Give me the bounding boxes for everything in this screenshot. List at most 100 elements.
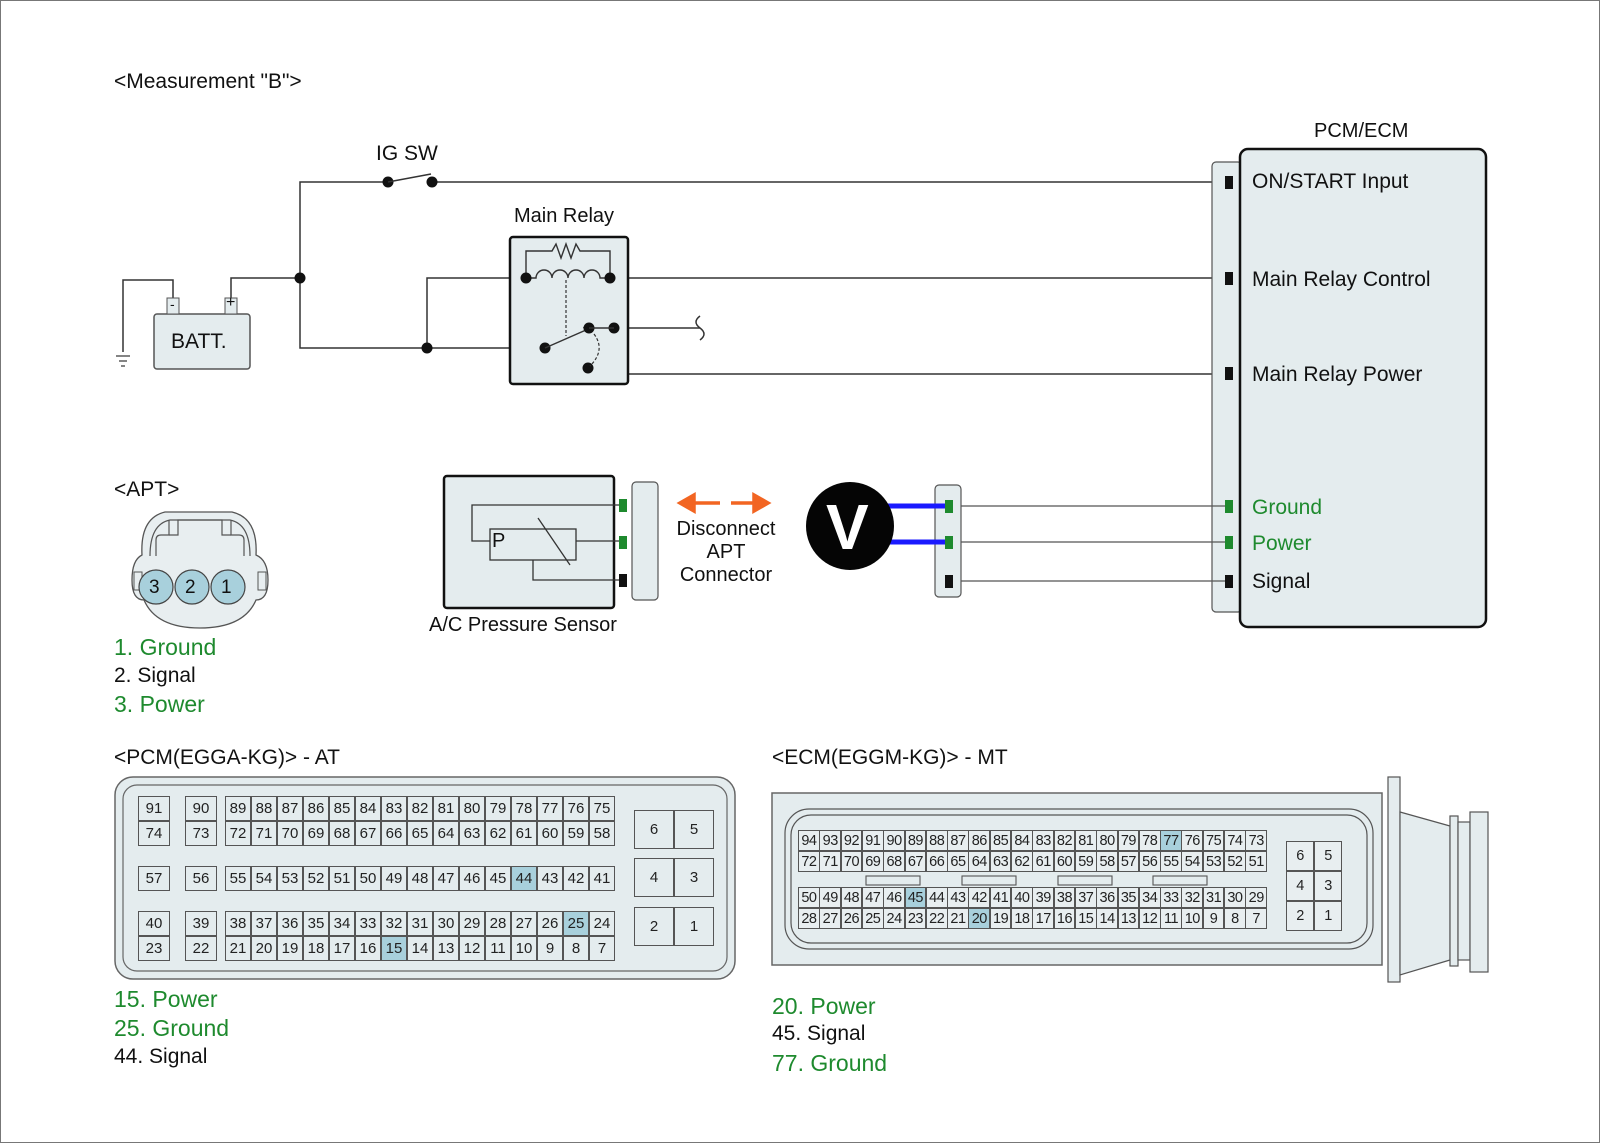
connector-pin-27: 27 xyxy=(819,908,842,929)
apt-title: <APT> xyxy=(114,478,180,501)
connector-pin-6: 6 xyxy=(1286,841,1314,871)
battery-neg-terminal xyxy=(166,297,180,315)
connector-pin-20: 20 xyxy=(251,936,277,961)
connector-pin-35: 35 xyxy=(303,911,329,936)
connector-pin-9: 9 xyxy=(1202,908,1225,929)
relay-coil xyxy=(526,269,610,279)
connector-pin-66: 66 xyxy=(925,851,948,872)
connector-pin-78: 78 xyxy=(511,796,537,821)
connector-pin-10: 10 xyxy=(1181,908,1204,929)
connector-pin-92: 92 xyxy=(840,830,863,851)
connector-pin-57: 57 xyxy=(138,866,170,891)
connector-pin-59: 59 xyxy=(1074,851,1097,872)
connector-pin-32: 32 xyxy=(1181,887,1204,908)
connector-pin-18: 18 xyxy=(1011,908,1033,929)
connector-pin-19: 19 xyxy=(989,908,1012,929)
connector-pin-19: 19 xyxy=(277,936,303,961)
connector-pin-67: 67 xyxy=(904,851,927,872)
connector-pin-71: 71 xyxy=(819,851,842,872)
connector-pin-15: 15 xyxy=(381,936,407,961)
connector-pin-63: 63 xyxy=(989,851,1012,872)
connector-pin-53: 53 xyxy=(277,866,303,891)
battery-positive-wire xyxy=(230,277,300,298)
module-pin-signal: Signal xyxy=(1252,570,1311,593)
connector-pin-34: 34 xyxy=(329,911,355,936)
connector-pin-7: 7 xyxy=(1245,908,1268,929)
connector-pin-89: 89 xyxy=(225,796,251,821)
connector-pin-12: 12 xyxy=(1138,908,1161,929)
connector-pin-87: 87 xyxy=(277,796,303,821)
connector-pin-36: 36 xyxy=(277,911,303,936)
connector-pin-28: 28 xyxy=(798,908,820,929)
connector-pin-25: 25 xyxy=(563,911,589,936)
connector-pin-43: 43 xyxy=(537,866,563,891)
connector-pin-29: 29 xyxy=(1245,887,1268,908)
connector-pin-83: 83 xyxy=(381,796,407,821)
connector-pin-8: 8 xyxy=(563,936,589,961)
connector-pin-85: 85 xyxy=(989,830,1012,851)
pressure-symbol: P xyxy=(492,530,506,552)
connector-pin-78: 78 xyxy=(1138,830,1161,851)
module-pin-main-relay-control: Main Relay Control xyxy=(1252,268,1431,291)
connector-pin-56: 56 xyxy=(185,866,217,891)
connector-pin-47: 47 xyxy=(433,866,459,891)
connector-pin-64: 64 xyxy=(433,821,459,846)
connector-pin-88: 88 xyxy=(925,830,948,851)
connector-pin-24: 24 xyxy=(883,908,905,929)
connector-pin-53: 53 xyxy=(1202,851,1225,872)
connector-pin-9: 9 xyxy=(537,936,563,961)
connector-pin-4: 4 xyxy=(1286,871,1314,901)
apt-legend-3: 3. Power xyxy=(114,691,205,717)
connector-pin-45: 45 xyxy=(485,866,511,891)
connector-pin-38: 38 xyxy=(1053,887,1076,908)
module-pin-power: Power xyxy=(1252,532,1312,555)
connector-pin-63: 63 xyxy=(459,821,485,846)
connector-pin-1: 1 xyxy=(1314,901,1342,931)
connector-pin-84: 84 xyxy=(1011,830,1033,851)
connector-pin-39: 39 xyxy=(185,911,217,936)
connector-pin-39: 39 xyxy=(1032,887,1055,908)
ground-icon xyxy=(116,355,130,367)
connector-pin-37: 37 xyxy=(1074,887,1097,908)
connector-pin-44: 44 xyxy=(925,887,948,908)
connector-pin-13: 13 xyxy=(433,936,459,961)
main-relay-label: Main Relay xyxy=(514,205,615,227)
connector-pin-17: 17 xyxy=(1032,908,1055,929)
connector-pin-61: 61 xyxy=(511,821,537,846)
connector-pin-21: 21 xyxy=(225,936,251,961)
apt-pin-2: 2 xyxy=(185,577,196,598)
connector-pin-73: 73 xyxy=(1245,830,1268,851)
connector-pin-6: 6 xyxy=(634,810,674,849)
connector-pin-48: 48 xyxy=(840,887,863,908)
connector-pin-68: 68 xyxy=(329,821,355,846)
apt-legend-2: 2. Signal xyxy=(114,664,196,687)
connector-pin-21: 21 xyxy=(947,908,969,929)
connector-pin-23: 23 xyxy=(138,936,170,961)
connector-pin-71: 71 xyxy=(251,821,277,846)
connector-pin-7: 7 xyxy=(589,936,615,961)
connector-pin-11: 11 xyxy=(485,936,511,961)
connector-pin-30: 30 xyxy=(433,911,459,936)
connector-pin-2: 2 xyxy=(1286,901,1314,931)
connector-pin-69: 69 xyxy=(303,821,329,846)
connector-pin-4: 4 xyxy=(634,858,674,897)
connector-pin-52: 52 xyxy=(303,866,329,891)
connector-pin-69: 69 xyxy=(861,851,884,872)
connector-pin-80: 80 xyxy=(1096,830,1118,851)
connector-pin-84: 84 xyxy=(355,796,381,821)
connector-pin-75: 75 xyxy=(589,796,615,821)
connector-pin-72: 72 xyxy=(798,851,820,872)
connector-pin-79: 79 xyxy=(485,796,511,821)
connector-pin-47: 47 xyxy=(861,887,884,908)
connector-pin-91: 91 xyxy=(138,796,170,821)
pcm-legend-1: 15. Power xyxy=(114,986,218,1012)
connector-pin-42: 42 xyxy=(563,866,589,891)
ig-switch-blade xyxy=(387,173,432,183)
module-box xyxy=(1238,147,1488,629)
connector-pin-32: 32 xyxy=(381,911,407,936)
connector-pin-48: 48 xyxy=(407,866,433,891)
connector-pin-90: 90 xyxy=(185,796,217,821)
connector-pin-76: 76 xyxy=(1181,830,1204,851)
connector-pin-82: 82 xyxy=(1053,830,1076,851)
sensor-label: A/C Pressure Sensor xyxy=(429,614,617,636)
